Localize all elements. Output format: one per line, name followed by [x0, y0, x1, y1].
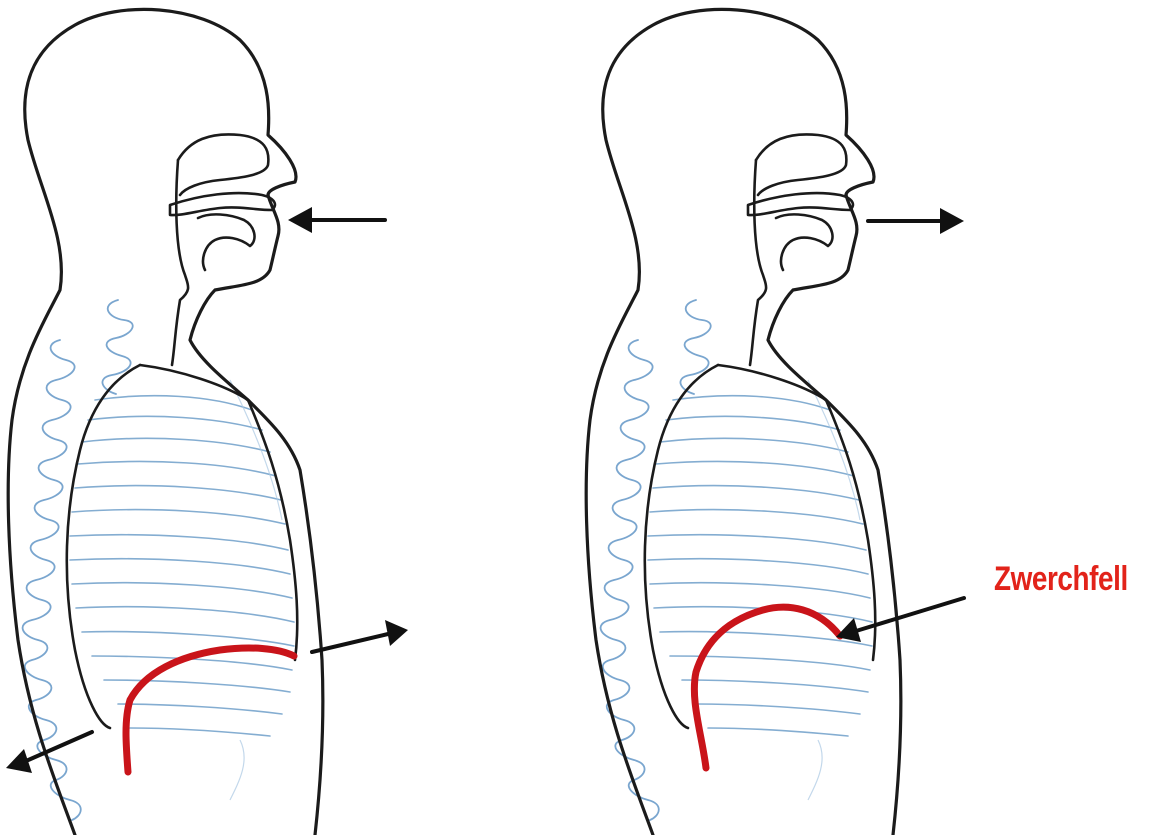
body-outline-right [586, 9, 901, 835]
arrow-air-in-icon [288, 207, 385, 233]
figure-inhalation [6, 9, 408, 835]
diaphragm-label: Zwerchfell [994, 560, 1128, 599]
body-outline-left [8, 9, 323, 835]
ribcage-right [648, 380, 872, 800]
arrow-air-out-icon [868, 208, 964, 234]
figure-exhalation [586, 9, 964, 835]
ribcage-left [70, 380, 294, 800]
arrow-diaphragm-pointer-icon [836, 598, 964, 642]
arrow-expand-front-icon [312, 620, 408, 652]
